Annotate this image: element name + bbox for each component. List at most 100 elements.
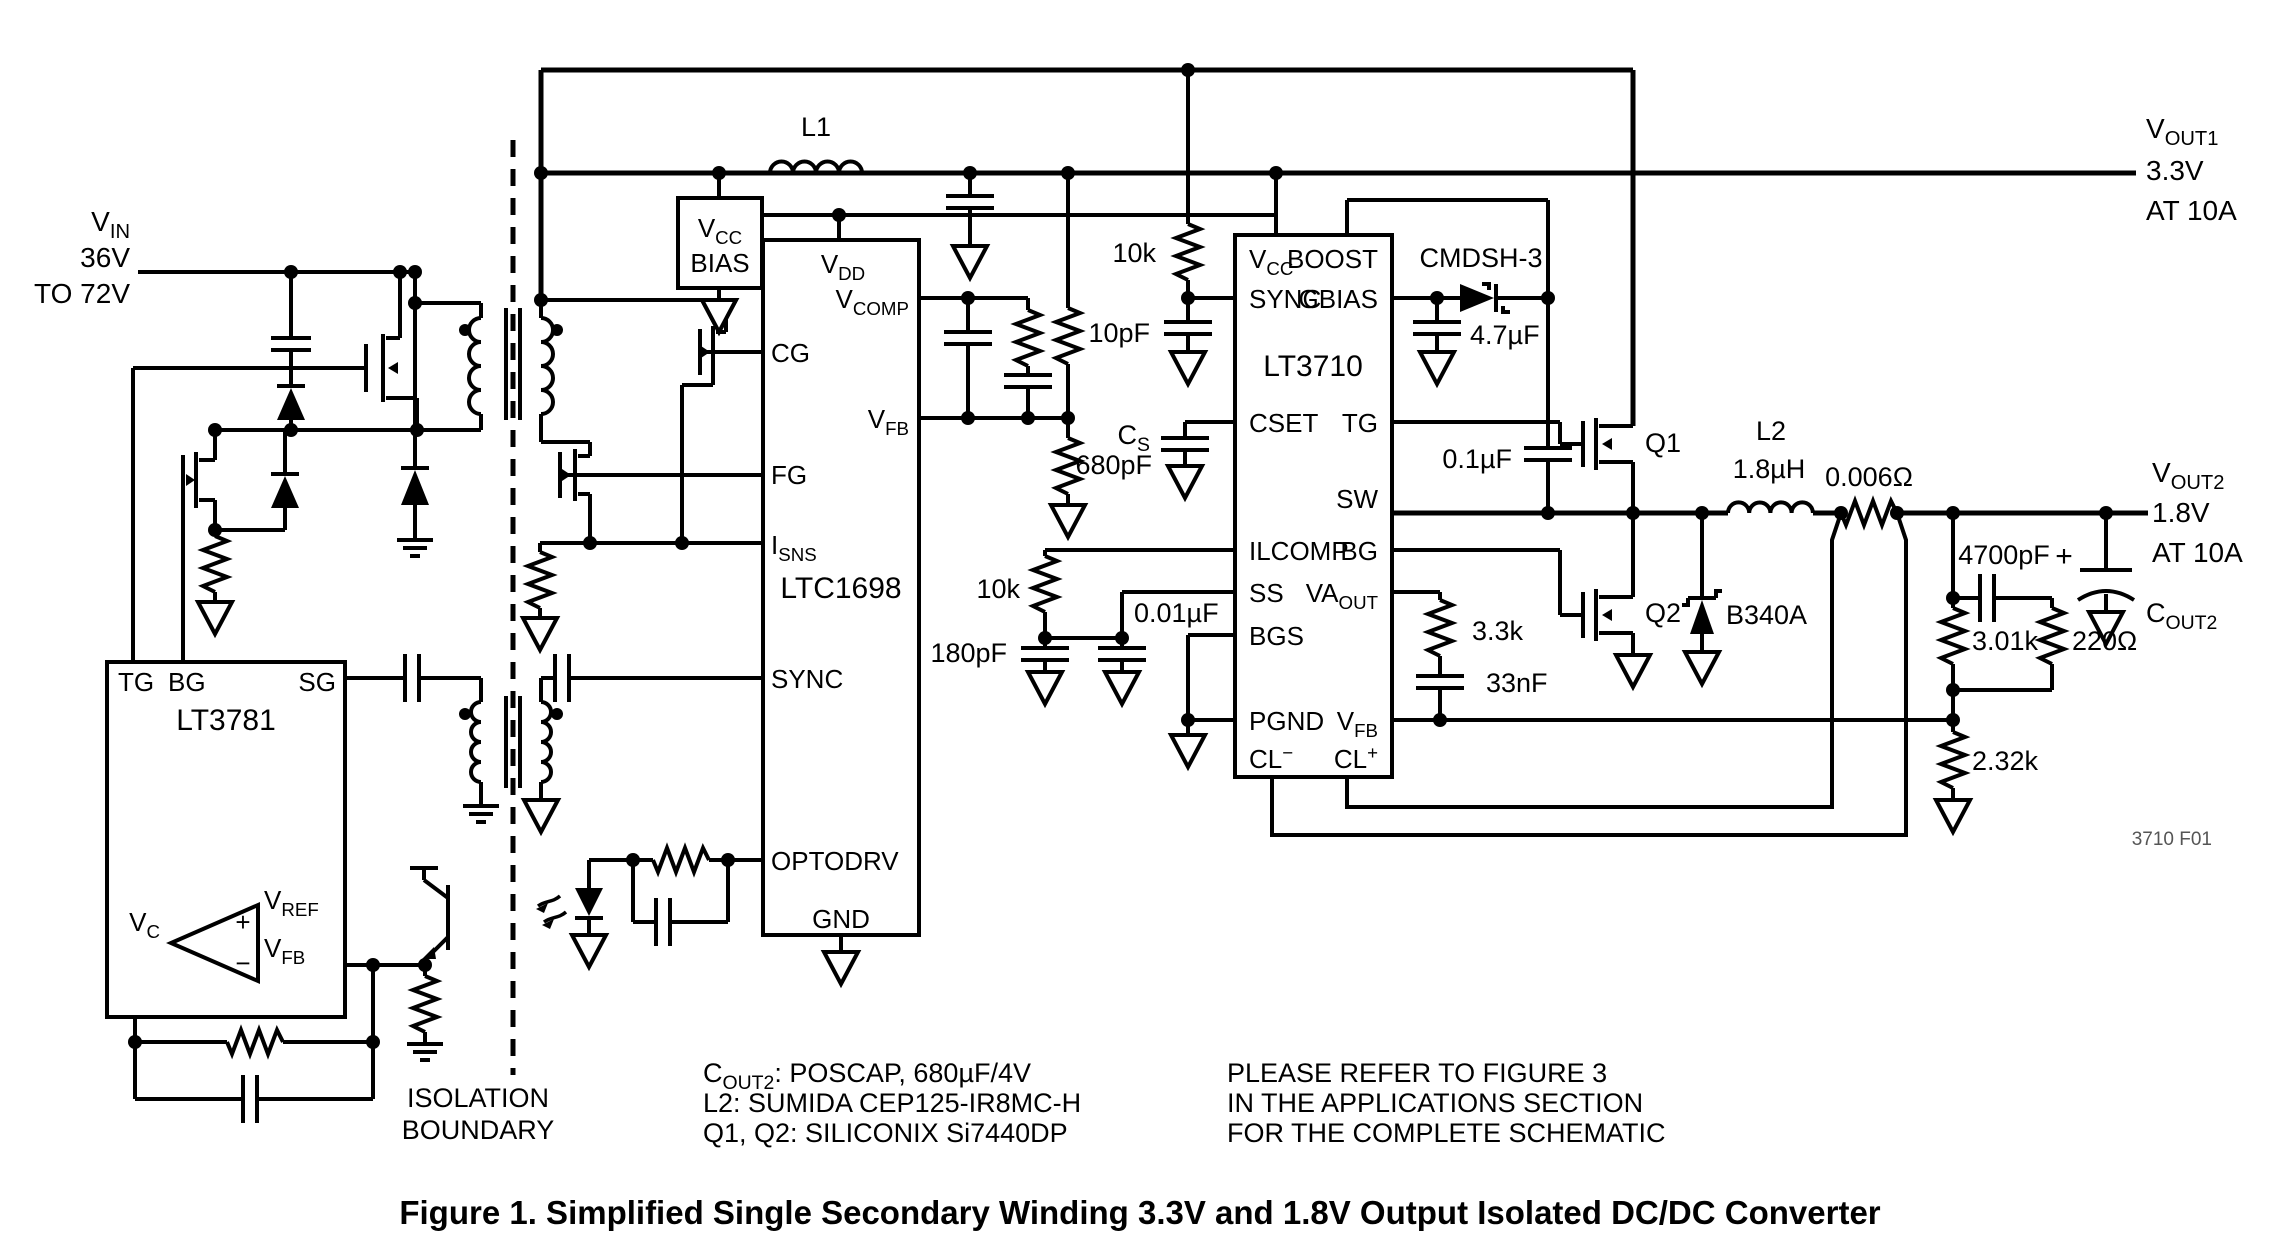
lt3710-pin-sw: SW: [1336, 484, 1378, 514]
cap-sync-coupling: [553, 654, 571, 702]
b340a-label: B340A: [1726, 600, 1807, 630]
cout2-plus-sign: +: [2055, 540, 2073, 573]
lt3710-pin-tg: TG: [1342, 408, 1378, 438]
mosfet-m1: [364, 334, 398, 402]
gnd-arrow: [2085, 610, 2127, 649]
ltc1698-pin-vdd: VDD: [821, 249, 865, 284]
cap-opto: [654, 898, 672, 946]
lt3710-box: [1233, 233, 1394, 779]
phase-dot: [459, 708, 471, 720]
diode-snubber: [277, 384, 305, 420]
gnd-arrow: [1164, 464, 1206, 503]
cap-gbias-4u7: [1413, 320, 1461, 336]
l2-label: L2: [1756, 416, 1786, 446]
gnd-arrow: [820, 950, 862, 989]
resistor-divider-top: [1050, 306, 1086, 366]
cap-snubber: [271, 336, 311, 352]
gnd-arrow: [1416, 350, 1458, 389]
resistor-comp-3781: [225, 1024, 285, 1060]
gnd-arrow: [194, 600, 236, 639]
mosfet-m4-fg: [558, 449, 577, 501]
c-vaout-label: 33nF: [1486, 668, 1548, 698]
ltc1698-box: [761, 238, 921, 937]
gnd-arrow: [1101, 670, 1143, 709]
gnd-arrow: [520, 798, 562, 837]
lt3781-pin-tg: TG: [118, 667, 154, 697]
component-labels: L1 10k 10pF CMDSH-3 4.7µF 0.1µF CS 680pF…: [801, 112, 2217, 776]
lt3710-pin-sync: SYNC: [1249, 284, 1321, 314]
phase-dot: [551, 324, 563, 336]
ltc1698-labels: VDD VCOMP VFB CG FG ISNS LTC1698 SYNC OP…: [771, 249, 909, 934]
cap-ss-0u01: [1098, 646, 1146, 662]
note-l2: L2: SUMIDA CEP125-IR8MC-H: [703, 1088, 1081, 1118]
q1-label: Q1: [1645, 428, 1681, 458]
ltc1698-pin-isns: ISNS: [771, 530, 817, 565]
mosfet-q2: [1581, 589, 1612, 641]
lt3710-pin-clplus: CL+: [1334, 742, 1378, 774]
lt3710-pin-ilcomp: ILCOMP: [1249, 536, 1349, 566]
resistor-opto-fb: [407, 974, 443, 1034]
l2-value-label: 1.8µH: [1733, 454, 1806, 484]
ltc1698-pin-cg: CG: [771, 338, 810, 368]
lt3710-name: LT3710: [1263, 350, 1363, 383]
diode-b340a-schottky: [1682, 589, 1722, 634]
gnd-arrow: [519, 616, 561, 655]
cap-vaout-33nf: [1416, 674, 1464, 690]
mosfet-m3-cg: [698, 326, 715, 378]
grounds: [194, 244, 2127, 1062]
cap-ss-180pf: [1021, 646, 1069, 662]
lt3710-pin-gbias: GBIAS: [1299, 284, 1378, 314]
gnd-arrow: [1167, 733, 1209, 772]
transformer-t1: [459, 308, 563, 420]
vout2-current: AT 10A: [2152, 537, 2243, 568]
diode-clamp-earth: [401, 466, 429, 505]
note-q: Q1, Q2: SILICONIX Si7440DP: [703, 1118, 1068, 1148]
q2-label: Q2: [1645, 598, 1681, 628]
note-refer1: PLEASE REFER TO FIGURE 3: [1227, 1058, 1607, 1088]
note-refer3: FOR THE COMPLETE SCHEMATIC: [1227, 1118, 1666, 1148]
lt3781-error-amp: + −: [166, 901, 260, 985]
lt3710-pin-vaout: VAOUT: [1306, 578, 1378, 613]
cap-sg-coupling: [403, 654, 421, 702]
gnd-earth: [407, 1042, 443, 1062]
lt3781-pin-vc: VC: [129, 907, 160, 942]
c-ff-label: 4700pF: [1958, 540, 2050, 570]
cap-cout2-polarized: +: [2055, 540, 2136, 602]
ltc1698-pin-optodrv: OPTODRV: [771, 846, 899, 876]
r-fb-top-label: 3.01k: [1972, 626, 2039, 656]
cs-value-label: 680pF: [1075, 450, 1152, 480]
c-ss1-label: 180pF: [930, 638, 1007, 668]
c-ss2-label: 0.01µF: [1134, 598, 1219, 628]
resistor-isns-sense: [522, 550, 558, 610]
lt3781-name: LT3781: [176, 704, 276, 737]
ltc1698-pin-vcomp: VCOMP: [836, 284, 909, 319]
transistors: [181, 326, 1612, 959]
ltc1698-pin-vfb: VFB: [868, 404, 909, 439]
lt3781-pin-vfb: VFB: [264, 933, 305, 968]
lt3710-pin-vfb: VFB: [1337, 706, 1378, 741]
r-sync-label: 10k: [1112, 238, 1156, 268]
annotations: ISOLATION BOUNDARY COUT2: POSCAP, 680µF/…: [399, 829, 2212, 1231]
cap-sync-10pf: [1164, 320, 1212, 336]
cmdsh-label: CMDSH-3: [1419, 243, 1542, 273]
cs-name-label: CS: [1118, 420, 1151, 456]
diodes: [271, 282, 1722, 929]
cap-cset-680pf: [1161, 436, 1209, 452]
transformer-t2: [459, 696, 563, 788]
cap-vout1-filter: [946, 194, 994, 210]
opto-led: [575, 888, 603, 920]
lt3781-labels: TG BG SG LT3781 VC VREF VFB: [118, 667, 336, 968]
vcc-bias-box: [676, 196, 764, 290]
cap-vcomp-c1: [944, 330, 992, 346]
opamp-plus: +: [235, 907, 250, 937]
gnd-arrow: [698, 298, 740, 337]
inductor-l1: [768, 159, 864, 174]
note-cout2: COUT2: POSCAP, 680µF/4V: [703, 1058, 1031, 1094]
cap-boost-0u1: [1524, 446, 1572, 462]
resistor-opto-drive: [651, 842, 711, 878]
r-fb-bot-label: 2.32k: [1972, 746, 2039, 776]
cout2-label: COUT2: [2146, 598, 2217, 634]
lt3710-pin-boost: BOOST: [1287, 244, 1378, 274]
gnd-earth: [397, 538, 433, 558]
